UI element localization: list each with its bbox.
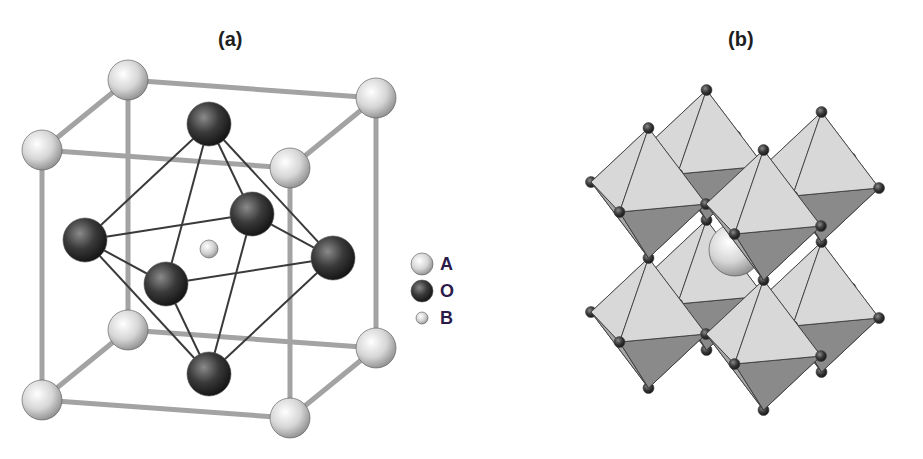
- oxygen-atom: [701, 85, 712, 96]
- oxygen-atom: [758, 145, 769, 156]
- oxygen-atom: [187, 352, 231, 396]
- a-site-atom: [356, 328, 396, 368]
- oxygen-atom: [144, 262, 188, 306]
- octahedron-face: [793, 112, 880, 196]
- cell-edge: [128, 80, 376, 98]
- legend-swatch: [411, 280, 433, 302]
- a-site-atom: [270, 398, 310, 438]
- legend-label: O: [440, 281, 454, 302]
- octahedron-edge: [209, 124, 333, 258]
- octahedra-network: [586, 85, 885, 416]
- cell-edge: [42, 400, 290, 418]
- octahedron-face: [620, 128, 707, 212]
- oxygen-atom: [816, 221, 827, 232]
- octahedron-face: [620, 258, 707, 342]
- octahedron-face: [735, 226, 822, 280]
- oxygen-atom: [643, 123, 654, 134]
- octahedron-face: [620, 334, 707, 388]
- a-site-atom: [356, 78, 396, 118]
- oxygen-atom: [614, 207, 625, 218]
- a-site-atom: [270, 148, 310, 188]
- legend-swatch: [416, 312, 428, 324]
- oxygen-atom: [816, 351, 827, 362]
- cell-edge: [40, 150, 45, 400]
- octahedron-face: [735, 280, 822, 364]
- octahedron-face: [735, 150, 822, 234]
- b-site-atom: [200, 240, 218, 258]
- cell-edge: [126, 80, 131, 330]
- octahedron-edge: [85, 240, 209, 374]
- legend-swatches: [411, 253, 433, 324]
- octahedron-face: [793, 242, 880, 326]
- octahedron-edge: [85, 124, 209, 240]
- oxygen-atom: [816, 107, 827, 118]
- oxygen-atom: [230, 192, 274, 236]
- panel-label: (a): [218, 28, 242, 51]
- octahedron-edge: [209, 258, 333, 374]
- a-site-atom: [108, 310, 148, 350]
- oxygen-atom: [729, 229, 740, 240]
- oxygen-atom: [614, 337, 625, 348]
- octahedron-edge: [209, 214, 252, 374]
- a-site-atom: [22, 130, 62, 170]
- oxygen-atom: [63, 218, 107, 262]
- oxygen-atom: [311, 236, 355, 280]
- a-site-atom: [108, 60, 148, 100]
- cubic-cell: [22, 60, 396, 438]
- a-site-atom: [22, 380, 62, 420]
- octahedron-edge: [166, 124, 209, 284]
- legend-label: A: [440, 254, 453, 275]
- oxygen-atom: [729, 359, 740, 370]
- oxygen-atom: [874, 183, 885, 194]
- cell-edge: [288, 168, 293, 418]
- legend-label: B: [440, 308, 453, 329]
- oxygen-atom: [187, 102, 231, 146]
- octahedron-face: [735, 356, 822, 410]
- panel-label: (b): [728, 28, 754, 51]
- oxygen-atom: [874, 313, 885, 324]
- cell-edge: [374, 98, 379, 348]
- octahedron-face: [620, 204, 707, 258]
- legend-swatch: [411, 253, 433, 275]
